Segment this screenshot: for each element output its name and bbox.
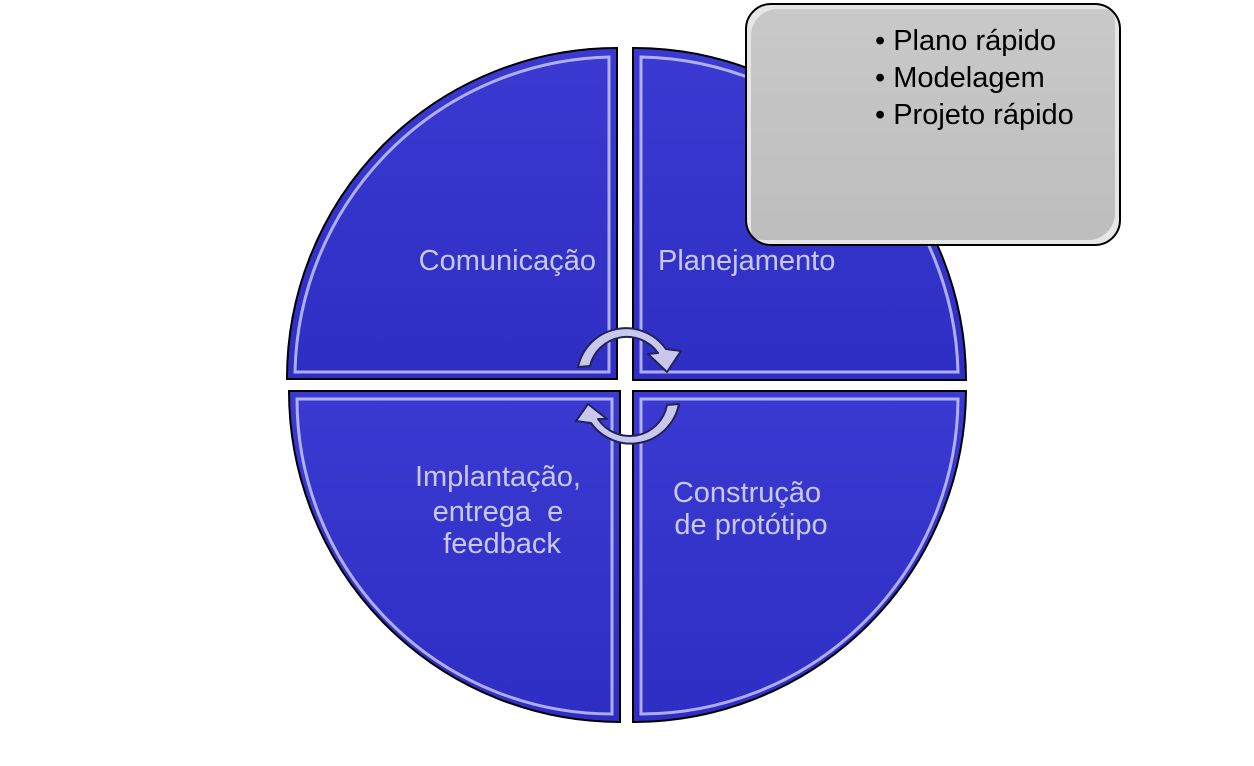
- cycle-arrow-bottom-icon: [575, 403, 680, 445]
- note-item: Projeto rápido: [875, 97, 1074, 134]
- planning-notes-box: Plano rápido Modelagem Projeto rápido: [745, 3, 1121, 246]
- note-item: Plano rápido: [875, 23, 1074, 60]
- quadrant-implantacao: Implantação, entrega e feedback: [287, 390, 621, 724]
- note-item: Modelagem: [875, 60, 1074, 97]
- quadrant-label-comunicacao: Comunicação: [419, 245, 596, 277]
- cycle-arrow-top-icon: [577, 327, 682, 373]
- quadrant-comunicacao: Comunicação: [285, 46, 618, 380]
- quadrant-label-implantacao: Implantação, entrega e feedback: [415, 461, 589, 560]
- quadrant-label-construcao: Construção de protótipo: [673, 477, 829, 541]
- quadrant-label-planejamento: Planejamento: [658, 245, 835, 277]
- planning-notes-list: Plano rápido Modelagem Projeto rápido: [875, 23, 1074, 134]
- quadrant-construcao: Construção de protótipo: [632, 390, 968, 724]
